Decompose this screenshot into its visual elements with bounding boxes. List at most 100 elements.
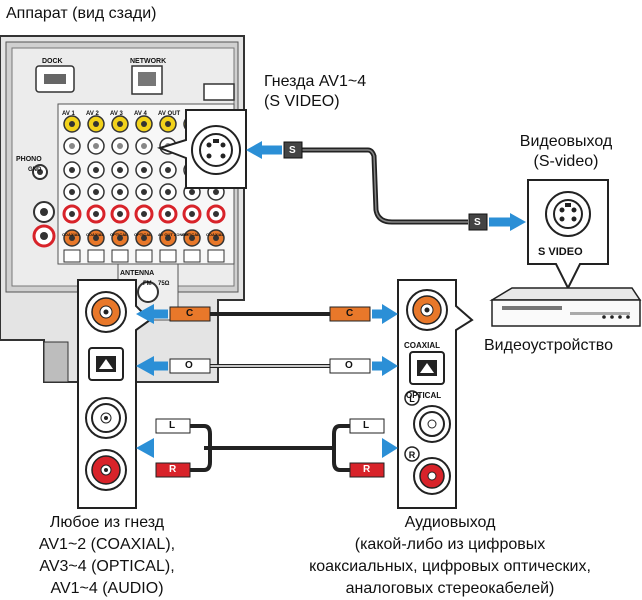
antenna-label: ANTENNA [120,270,155,277]
receiver-bottom-jack-label: COAXIAL [86,232,104,237]
receiver-jack-center [69,211,75,217]
receiver-jack-center [117,189,123,195]
cable-r-tag-end: R [363,464,371,475]
video-device-label: Видеоустройство [484,337,613,354]
receiver-jack-center [93,211,99,217]
receiver-bottom-jack-label: COAXIAL [62,232,80,237]
receiver-optical-jack [207,249,225,263]
receiver-jack-center [165,121,171,127]
coaxial-port-label: COAXIAL [404,341,440,350]
source-audio-jacks-callout [397,279,474,509]
receiver-jack-center [141,235,147,241]
receiver-jack-center [189,189,195,195]
receiver-jack-center [213,235,219,241]
receiver-jack-center [141,189,147,195]
av-column-label: AV OUT [158,111,181,117]
cable-o-tag-end: O [345,360,353,371]
receiver-jack-center [141,121,147,127]
cable-s-tag-end: S [474,217,481,228]
receiver-jack-center [117,167,123,173]
left-caption-line: Любое из гнезд [49,514,165,531]
receiver-optical-jack [135,249,153,263]
receiver-jack-center [189,211,195,217]
left-channel-marker: L [409,394,415,404]
receiver-optical-jack [159,249,177,263]
right-channel-marker: R [408,450,416,460]
receiver-jack-center [93,235,99,241]
receiver-jack-center [69,235,75,241]
left-caption-line: AV1~4 (AUDIO) [50,580,164,597]
receiver-optical-jack [63,249,81,263]
analog-stereo-cable [136,418,398,478]
receiver-bottom-jack-label: OPTICAL [110,232,128,237]
left-caption: Любое из гнезд AV1~2 (COAXIAL), AV3~4 (O… [0,512,214,600]
av-column-label: AV 4 [134,111,147,117]
coaxial-cable [136,304,398,324]
receiver-jack-center [213,189,219,195]
receiver-jack-center [69,143,75,149]
svideo-arrows [246,141,526,231]
svideo-port-label: S VIDEO [538,246,583,258]
receiver-audio-jacks-callout [77,279,152,509]
network-label: NETWORK [130,58,167,65]
receiver-jack-center [117,143,123,149]
cable-o-tag: O [185,360,193,371]
right-caption-line: коаксиальных, цифровых оптических, [309,558,591,575]
receiver-jack-center [69,189,75,195]
receiver-bottom-jack-label: COAXIAL [206,232,224,237]
receiver-jack-center [93,121,99,127]
receiver-optical-jack [183,249,201,263]
receiver-optical-jack [111,249,129,263]
svideo-jack-callout [156,109,247,189]
device-title: Аппарат (вид сзади) [6,5,157,22]
receiver-jack-center [93,189,99,195]
receiver-bottom-jack-label: OPTICAL [182,232,200,237]
receiver-jack-center [69,121,75,127]
receiver-jack-center [117,211,123,217]
receiver-jack-center [69,167,75,173]
receiver-bottom-jack-label: AV OUT ZONE 2 [158,232,189,237]
video-out-callout [527,179,609,291]
video-out-sublabel: (S-video) [533,153,599,170]
right-caption: Аудиовыход (какой-либо из цифровых коакс… [278,512,622,600]
fm-label: FM [143,281,152,287]
svideo-jack-sublabel: (S VIDEO) [264,93,340,110]
optical-cable [136,356,398,376]
receiver-jack-center [213,211,219,217]
receiver-jack-center [165,189,171,195]
cable-r-tag: R [169,464,177,475]
receiver-optical-jack [87,249,105,263]
receiver-jack-center [141,143,147,149]
av-column-label: AV 3 [110,111,123,117]
fm-ohm-label: 75Ω [158,281,170,287]
right-caption-line: аналоговых стереокабелей) [345,580,555,597]
receiver-jack-center [165,167,171,173]
cable-l-tag: L [169,420,176,431]
av-column-label: AV 1 [62,111,75,117]
video-device [489,287,642,327]
av-column-label: AV 2 [86,111,99,117]
left-caption-line: AV3~4 (OPTICAL), [39,558,175,575]
cable-l-tag-end: L [363,420,370,431]
dock-label: DOCK [42,58,63,65]
receiver-jack-center [189,235,195,241]
phono-label: PHONO [16,156,42,163]
receiver-jack-center [117,121,123,127]
receiver-jack-center [93,167,99,173]
right-caption-line: (какой-либо из цифровых [354,536,546,553]
receiver-jack-center [93,143,99,149]
gnd-label: GND [28,167,42,173]
svideo-jack-label: Гнезда AV1~4 [264,73,367,90]
left-caption-line: AV1~2 (COAXIAL), [38,536,176,553]
receiver-jack-center [117,235,123,241]
cable-c-tag: C [186,308,194,319]
receiver-jack-center [165,235,171,241]
receiver-bottom-jack-label: OPTICAL [134,232,152,237]
receiver-jack-center [141,211,147,217]
cable-s-tag: S [289,145,296,156]
receiver-jack-center [165,211,171,217]
cable-c-tag-end: C [346,308,354,319]
right-caption-line: Аудиовыход [404,514,496,531]
optical-port-label: OPTICAL [406,391,442,400]
